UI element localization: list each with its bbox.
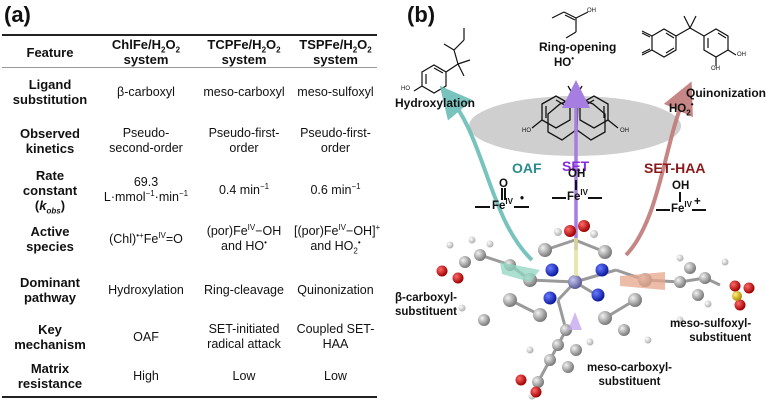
panel-label-a: (a) <box>4 2 31 27</box>
hydroxyl-radical-label: HO• <box>554 54 575 69</box>
header-feature: Feature <box>26 44 74 60</box>
table-cell: (Chl)•+FeIV=O <box>109 230 183 246</box>
hydroxo-oh-label: OH <box>568 168 586 180</box>
iron-species-bonds <box>475 180 706 211</box>
product-label-ring-opening: Ring-opening <box>539 40 617 54</box>
table-cell: Hydroxylation <box>108 282 184 297</box>
ring-opening-product-structure <box>551 11 589 39</box>
hydroperoxyl-radical-label: HO2• <box>669 100 694 118</box>
table-cell: Low <box>324 368 347 383</box>
table-cell: High <box>133 368 159 383</box>
reaction-scheme: Hydroxylation Ring-opening Quinonization… <box>380 0 766 402</box>
table-cell: Pseudo-first-order <box>300 126 371 155</box>
table-cell: Ring-cleavage <box>204 282 284 297</box>
substituent-label-meso-carboxyl: meso-carboxyl-substituent <box>587 362 673 388</box>
quinonization-product-structure <box>641 15 737 66</box>
iron-hydroxo-species: FeIV <box>567 188 588 203</box>
atom-label-ho: HO <box>401 86 410 92</box>
table-cell: Coupled SET-HAA <box>296 322 375 351</box>
scheme-graphics <box>413 11 755 400</box>
table-cell: Pseudo-first-order <box>208 126 280 155</box>
set-haa-arrow <box>624 81 693 257</box>
table-cell: meso-carboxyl <box>203 84 285 99</box>
table-cell: Pseudo-second-order <box>109 126 183 155</box>
porphyrin-3d-model <box>436 220 755 400</box>
table-cell: β-carboxyl <box>117 84 175 99</box>
table-cell: 0.4 min−1 <box>218 181 270 197</box>
radical-dot: • <box>520 193 525 205</box>
product-label-quinonization: Quinonization <box>686 86 766 100</box>
table-cell: Low <box>232 368 256 383</box>
table-cell: OAF <box>133 329 159 344</box>
table-cell: 0.6 min−1 <box>310 181 361 197</box>
panel-label-b: (b) <box>407 2 436 27</box>
atom-label-oh: OH <box>711 66 720 72</box>
table-cell: Quinonization <box>297 282 374 297</box>
oaf-arrow <box>439 85 534 262</box>
hydroxylation-product-structure <box>413 28 471 94</box>
table-cell: meso-sulfoxyl <box>297 84 374 99</box>
cation-charge: + <box>694 196 701 208</box>
iron-hydroxo-cation-species: FeIV <box>671 200 692 215</box>
mechanism-label-set-haa: SET-HAA <box>644 160 706 176</box>
oxo-oxygen-label: O <box>499 178 508 190</box>
substituent-label-beta-carboxyl: β-carboxyl-substituent <box>395 292 457 318</box>
table-top-rule <box>2 34 377 36</box>
mechanism-label-oaf: OAF <box>512 160 542 176</box>
substituent-label-meso-sulfoxyl: meso-sulfoxyl-substituent <box>670 318 752 344</box>
table-cell: [(por)FeIV−OH]+and HO2• <box>294 222 381 256</box>
hydroxo-cation-oh-label: OH <box>672 180 690 192</box>
atom-label-oh: OH <box>587 8 596 14</box>
table-bottom-rule <box>2 396 377 398</box>
product-label-hydroxylation: Hydroxylation <box>395 96 476 110</box>
atom-label-oh: OH <box>620 128 629 134</box>
atom-label-oh: OH <box>737 52 746 58</box>
iron-oxo-species: FeIV <box>492 197 513 212</box>
mechanism-label-set: SET <box>562 158 590 174</box>
atom-label-ho: HO <box>522 128 531 134</box>
table-header-rule <box>2 67 377 68</box>
